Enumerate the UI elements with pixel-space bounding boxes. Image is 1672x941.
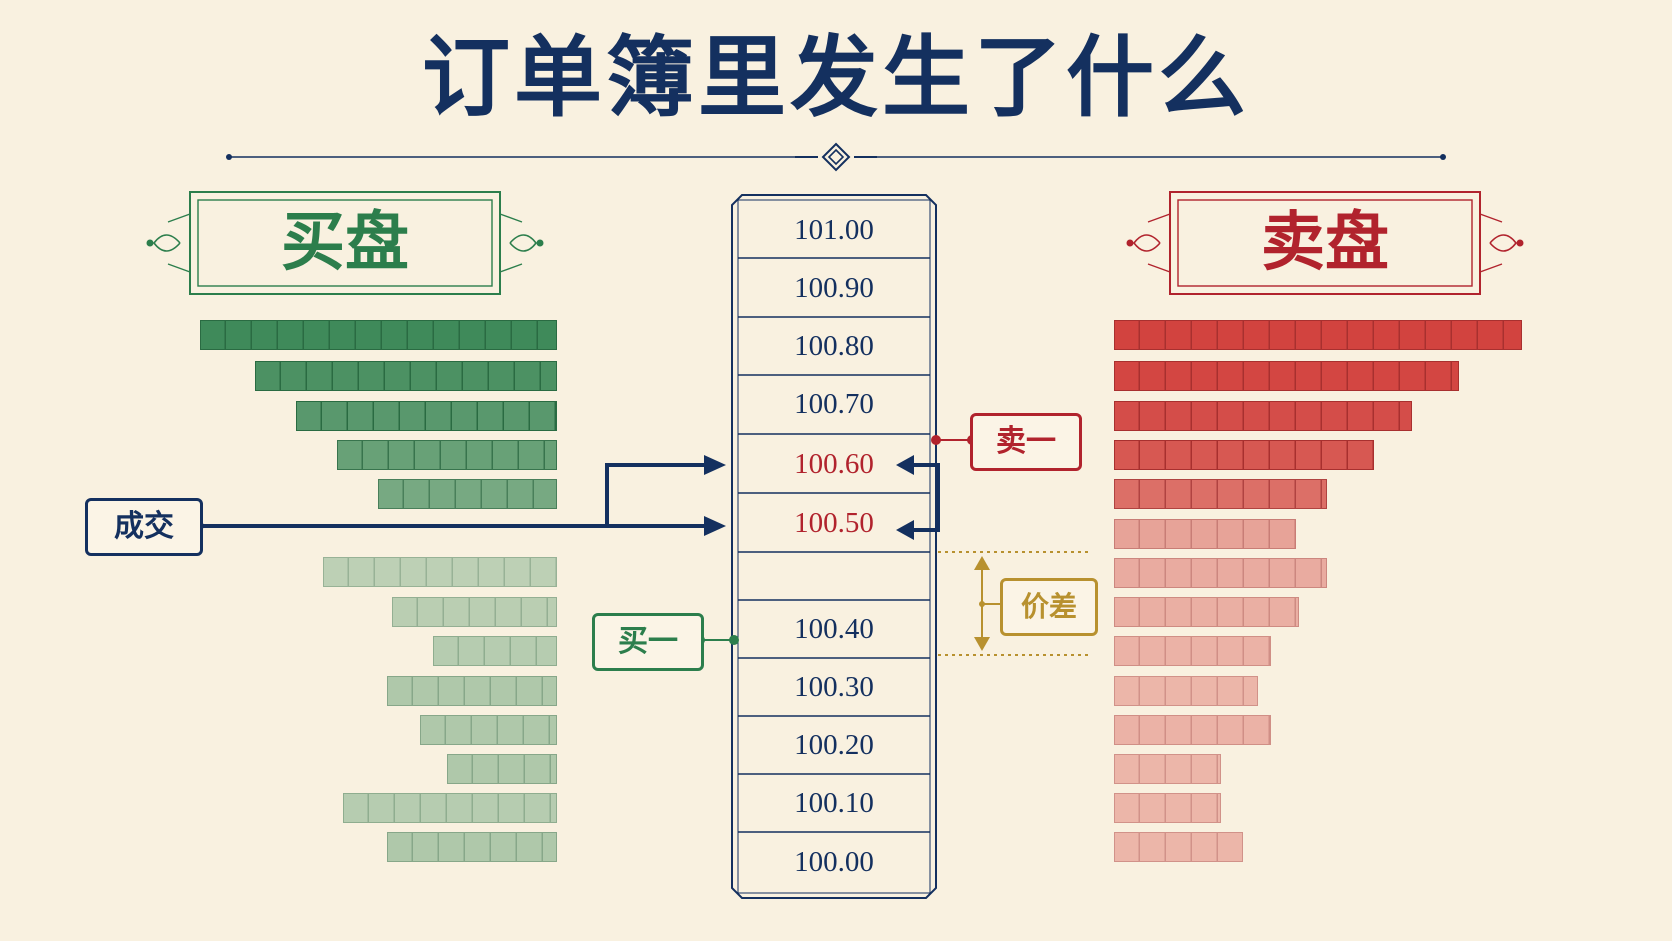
ask-bar xyxy=(1114,754,1221,784)
ask-bar xyxy=(1114,401,1412,431)
ask-bar xyxy=(1114,676,1259,706)
bid-bar xyxy=(254,361,557,391)
bid-bar xyxy=(447,754,557,784)
price-level: 100.30 xyxy=(794,671,874,703)
bid-bar xyxy=(419,715,557,745)
price-ladder xyxy=(731,194,937,899)
ask-bar xyxy=(1114,558,1328,588)
bid-bar xyxy=(323,557,557,587)
ask-panel-frame xyxy=(1126,191,1524,295)
price-level: 100.10 xyxy=(794,787,874,819)
best-bid-label: 买一 xyxy=(592,613,704,671)
ask-bar xyxy=(1114,320,1522,350)
bid-bar xyxy=(342,793,557,823)
price-level: 100.90 xyxy=(794,272,874,304)
ask-bar xyxy=(1114,832,1243,862)
ask-bar xyxy=(1114,440,1375,470)
price-level-best-bid: 100.40 xyxy=(794,613,874,645)
price-level: 100.70 xyxy=(794,388,874,420)
title-divider xyxy=(226,142,1446,172)
bid-bar xyxy=(199,320,557,350)
bid-bar xyxy=(295,401,557,431)
spread-label: 价差 xyxy=(1000,578,1098,636)
bid-bar xyxy=(392,597,557,627)
price-level-best-ask: 100.60 xyxy=(794,448,874,480)
ask-bar xyxy=(1114,361,1459,391)
bid-bar xyxy=(433,636,557,666)
price-level: 100.20 xyxy=(794,729,874,761)
ask-bar xyxy=(1114,793,1221,823)
best-ask-label: 卖一 xyxy=(970,413,1082,471)
price-level-traded: 100.50 xyxy=(794,507,874,539)
price-level: 101.00 xyxy=(794,214,874,246)
ask-bar xyxy=(1114,519,1296,549)
trade-label: 成交 xyxy=(85,498,203,556)
page-title: 订单簿里发生了什么 xyxy=(421,25,1250,129)
bid-bar xyxy=(386,676,557,706)
spread-marker xyxy=(938,551,1090,656)
bid-panel-frame xyxy=(146,191,544,295)
ask-bar xyxy=(1114,715,1271,745)
ask-bar xyxy=(1114,479,1328,509)
price-level: 100.80 xyxy=(794,330,874,362)
bid-bar xyxy=(386,832,557,862)
ask-bar xyxy=(1114,636,1271,666)
bid-bar xyxy=(378,479,557,509)
bid-bar xyxy=(337,440,557,470)
ask-bar xyxy=(1114,597,1299,627)
bid-panel-title: 买盘 xyxy=(281,205,409,280)
price-level: 100.00 xyxy=(794,846,874,878)
ask-panel-title: 卖盘 xyxy=(1261,205,1389,280)
